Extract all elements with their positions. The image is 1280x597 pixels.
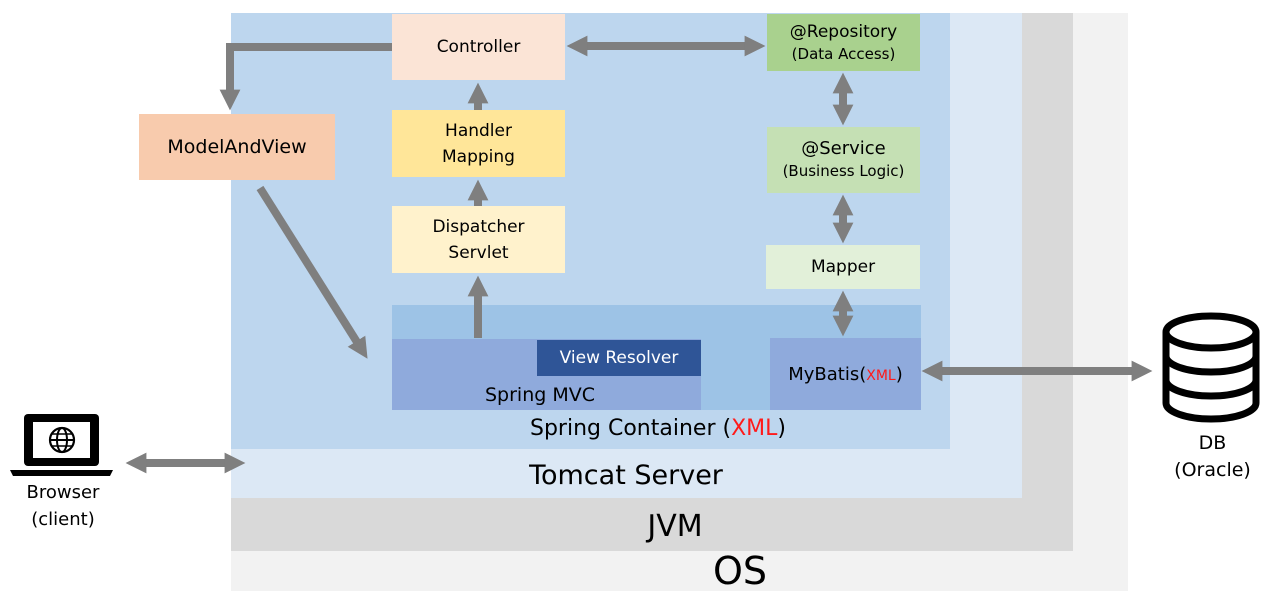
spring-container-close: ) xyxy=(777,416,786,441)
handler-mapping-line1: Handler xyxy=(445,120,512,141)
browser-sublabel: (client) xyxy=(31,509,95,530)
view-resolver-box: View Resolver xyxy=(537,340,701,376)
mapper-box: Mapper xyxy=(766,245,920,289)
mybatis-xml: XML xyxy=(866,367,896,384)
mybatis-label: MyBatis(XML) xyxy=(788,364,903,385)
spring-container-xml: XML xyxy=(731,416,778,441)
spring-container-label: Spring Container (XML) xyxy=(478,413,838,445)
tomcat-label: Tomcat Server xyxy=(529,460,723,491)
db-label: DB xyxy=(1198,432,1227,454)
mybatis-close: ) xyxy=(895,363,903,385)
service-box: @Service (Business Logic) xyxy=(767,127,920,193)
jvm-label: JVM xyxy=(647,509,703,544)
handler-mapping-box: Handler Mapping xyxy=(392,110,565,177)
mybatis-text: MyBatis( xyxy=(788,363,867,385)
arrow-modelandview-to-springmvc xyxy=(256,185,368,359)
controller-label: Controller xyxy=(436,37,521,57)
dispatcher-line1: Dispatcher xyxy=(432,216,525,237)
arrow-controller-to-modelandview xyxy=(219,43,392,111)
service-line1: @Service xyxy=(801,138,886,159)
laptop-globe-icon xyxy=(10,414,113,476)
controller-box: Controller xyxy=(392,14,565,80)
dispatcher-line2: Servlet xyxy=(448,242,509,263)
model-and-view-label: ModelAndView xyxy=(167,136,307,158)
dispatcher-servlet-box: Dispatcher Servlet xyxy=(392,206,565,273)
db-sublabel: (Oracle) xyxy=(1174,459,1251,481)
browser-label: Browser xyxy=(26,482,100,503)
handler-mapping-line2: Mapping xyxy=(442,146,515,167)
spring-container-text: Spring Container ( xyxy=(530,416,732,441)
repository-line1: @Repository xyxy=(789,21,898,42)
view-resolver-label: View Resolver xyxy=(559,348,679,368)
repository-box: @Repository (Data Access) xyxy=(767,14,920,71)
mybatis-box: MyBatis(XML) xyxy=(770,338,921,410)
service-line2: (Business Logic) xyxy=(782,162,905,180)
database-cylinder-icon xyxy=(1162,312,1260,423)
mapper-label: Mapper xyxy=(810,257,876,277)
repository-line2: (Data Access) xyxy=(791,44,896,63)
spring-mvc-label: Spring MVC xyxy=(484,384,595,406)
os-label: OS xyxy=(712,549,768,593)
model-and-view-box: ModelAndView xyxy=(139,114,335,180)
